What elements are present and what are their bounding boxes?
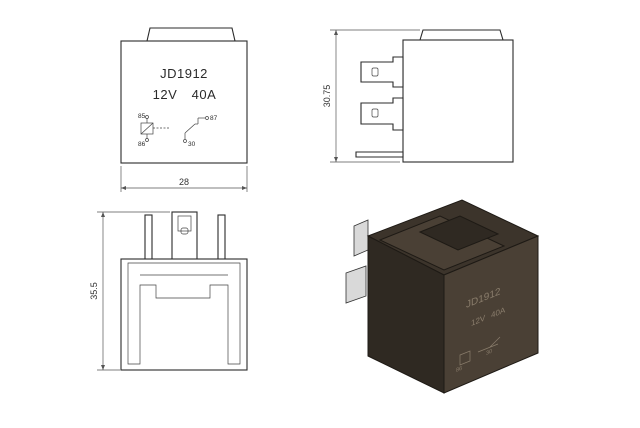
terminal-30 [360, 97, 404, 131]
front-view-current-label: 40A [192, 87, 217, 102]
bottom-pin-right [217, 214, 226, 261]
terminal-85-side [355, 151, 404, 158]
side-height-dim-text: 30.75 [322, 85, 332, 108]
pin-85-label: 85 [138, 113, 146, 120]
side-view-top-tab [419, 29, 504, 41]
pin-86-label: 86 [138, 141, 146, 148]
bottom-height-dim-text: 35.5 [89, 282, 99, 300]
bottom-view-height-dimension: 35.5 [89, 211, 170, 371]
iso-top-tab [378, 215, 506, 271]
front-view: JD1912 12V 40A 85 86 87 30 [120, 27, 248, 192]
bottom-view-recess [127, 262, 241, 365]
iso-front-face [443, 235, 539, 394]
width-dim-text: 28 [179, 177, 189, 187]
bottom-pin-left [144, 214, 153, 261]
front-view-voltage-label: 12V [153, 87, 178, 102]
relay-schematic-symbol: 85 86 87 30 [138, 113, 218, 148]
iso-pin-86-label: 86 [456, 366, 462, 374]
bottom-view: 35.5 [89, 211, 248, 371]
front-view-top-tab [146, 27, 236, 42]
iso-pin-top [353, 219, 369, 257]
side-view-height-dimension: 30.75 [322, 29, 420, 163]
side-view-body [402, 39, 514, 163]
front-view-model-label: JD1912 [160, 66, 208, 81]
bottom-view-body [120, 258, 248, 371]
front-view-width-dimension: 28 [120, 166, 248, 192]
pin-30-label: 30 [188, 141, 196, 148]
terminal-87 [360, 56, 404, 88]
pin-87-label: 87 [210, 115, 218, 122]
iso-top-tab-recess [418, 215, 500, 251]
iso-pin-30-label: 30 [486, 349, 492, 357]
side-view: 30.75 [322, 29, 514, 163]
iso-pin-upper [345, 265, 367, 304]
front-view-body [120, 40, 248, 164]
bottom-pin-center [171, 211, 198, 261]
iso-schematic-symbol: 86 30 [456, 336, 501, 374]
isometric-view: JD1912 12V 40A 86 30 [345, 199, 540, 394]
